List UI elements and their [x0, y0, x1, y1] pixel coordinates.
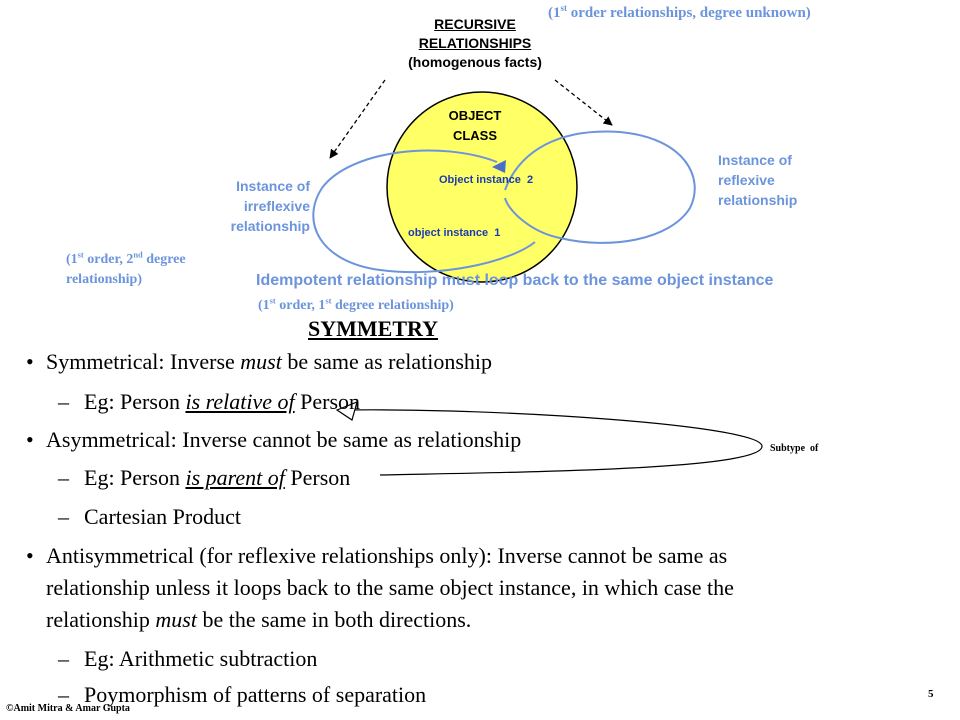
example-cartesian: –Cartesian Product: [58, 504, 242, 529]
idempotent-note: Idempotent relationship must loop back t…: [256, 272, 774, 289]
antisym-line-2: relationship unless it loops back to the…: [46, 575, 734, 600]
irreflexive-label: Instance of irreflexive relationship: [170, 176, 310, 236]
example-subtraction: –Eg: Arithmetic subtraction: [58, 646, 318, 671]
dashed-arrow-right: [554, 79, 613, 126]
reflexive-line-1: Instance of: [718, 152, 792, 168]
subtype-of-label: Subtype of: [770, 443, 819, 454]
object-instance-2-label: Object instance 2: [439, 174, 534, 186]
irreflexive-line-1: Instance of: [236, 178, 310, 194]
bullet-antisymmetrical: •Antisymmetrical (for reflexive relation…: [26, 543, 734, 639]
antisym-line-3: relationship must be the same in both di…: [46, 607, 472, 632]
title-line-3: (homogenous facts): [408, 54, 542, 70]
dash-glyph: –: [58, 504, 69, 529]
reflexive-loop: [504, 130, 696, 244]
reflexive-line-3: relationship: [718, 192, 798, 208]
first-degree-note: (1st order, 1st degree relationship): [258, 296, 454, 313]
symmetry-heading: SYMMETRY: [308, 316, 439, 341]
bullet-asymmetrical: •Asymmetrical: Inverse cannot be same as…: [26, 427, 522, 452]
top-note-text-end: order relationships, degree unknown): [567, 5, 811, 21]
object-class-circle: [386, 91, 578, 283]
object-class-line-1: OBJECT: [448, 108, 502, 123]
reflexive-label: Instance of reflexive relationship: [718, 150, 797, 210]
diagram-title: RECURSIVE RELATIONSHIPS (homogenous fact…: [380, 15, 570, 72]
copyright-note: ©Amit Mitra & Amar Gupta: [6, 703, 130, 714]
object-instance-1-label: object instance 1: [408, 227, 501, 239]
bullet-dot: •: [26, 427, 34, 452]
second-degree-line-1: (1st order, 2nd degree: [66, 250, 186, 267]
irreflexive-loop: [312, 149, 536, 274]
example-parent: –Eg: Person is parent of Person: [58, 465, 351, 490]
bullet-symmetrical: •Symmetrical: Inverse must be same as re…: [26, 349, 493, 374]
top-order-note: (1st order relationships, degree unknown…: [548, 3, 811, 22]
title-line-1: RECURSIVE: [434, 16, 516, 32]
example-relative: –Eg: Person is relative of Person: [58, 389, 361, 414]
dash-glyph: –: [58, 682, 69, 707]
subtype-of-arrowhead: [335, 400, 358, 421]
dashed-arrow-left: [329, 79, 386, 159]
dash-glyph: –: [58, 389, 69, 414]
second-degree-note: (1st order, 2nd degree relationship): [66, 250, 186, 290]
subtype-of-loop: [344, 409, 763, 476]
page-number: 5: [928, 688, 934, 700]
second-degree-line-2: relationship): [66, 272, 142, 287]
example-polymorphism: –Poymorphism of patterns of separation: [58, 682, 427, 707]
object-class-line-2: CLASS: [452, 128, 498, 143]
irreflexive-line-2: irreflexive: [243, 198, 310, 214]
loop-arrowhead: [492, 160, 506, 173]
top-note-text: (1: [548, 5, 561, 21]
bullet-dot: •: [26, 349, 34, 374]
reflexive-line-2: reflexive: [718, 172, 775, 188]
antisym-line-1: •Antisymmetrical (for reflexive relation…: [26, 543, 728, 568]
dash-glyph: –: [58, 465, 69, 490]
top-note-sup: st: [560, 3, 568, 13]
object-class-label: OBJECT CLASS: [430, 106, 520, 146]
dash-glyph: –: [58, 646, 69, 671]
irreflexive-line-3: relationship: [230, 218, 310, 234]
title-line-2: RELATIONSHIPS: [418, 35, 532, 51]
